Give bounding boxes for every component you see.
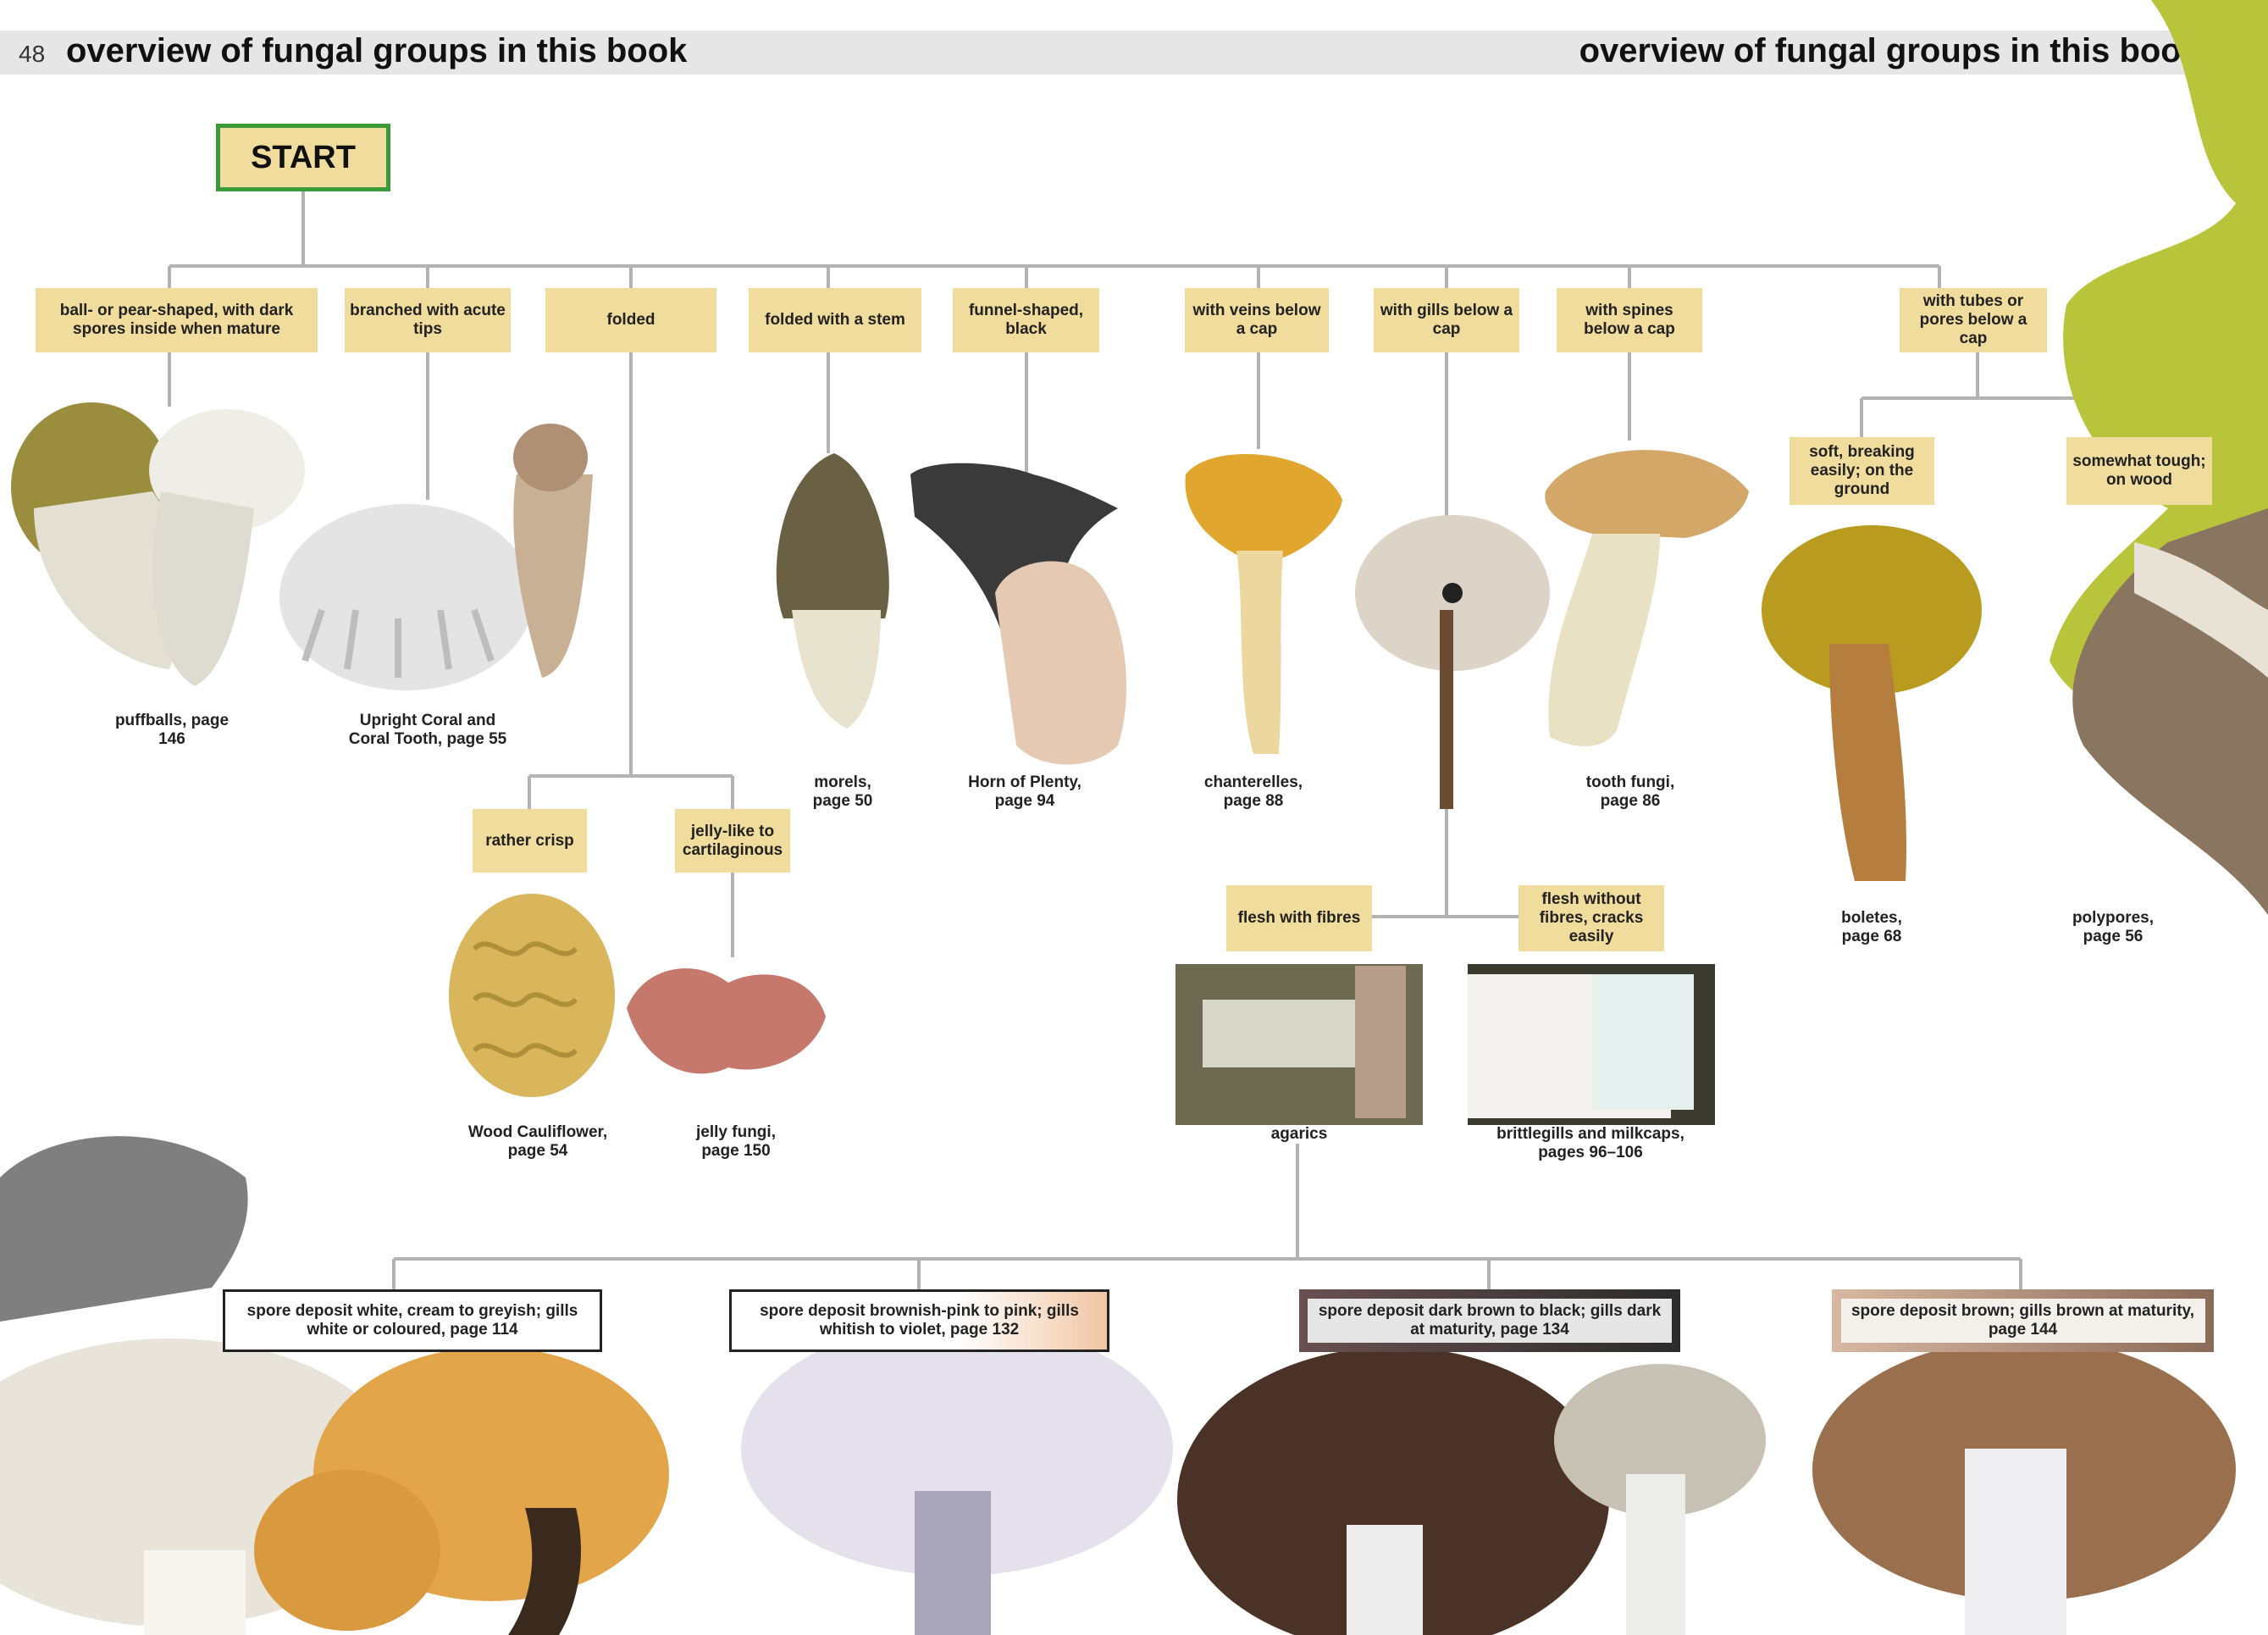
category-folded: folded: [545, 288, 716, 352]
bracket-fungus-image: [2049, 0, 2268, 915]
category-somewhat-tough: somewhat tough; on wood: [2066, 437, 2212, 505]
spore-box-brown: spore deposit brown; gills brown at matu…: [1832, 1289, 2214, 1352]
caption-horn-of-plenty: Horn of Plenty, page 94: [968, 773, 1081, 810]
spore-box-white: spore deposit white, cream to greyish; g…: [223, 1289, 602, 1352]
category-soft-breaking: soft, breaking easily; on the ground: [1790, 437, 1934, 505]
puffball-image: [11, 402, 305, 686]
caption-boletes: boletes, page 68: [1841, 909, 1902, 945]
spore-box-pink: spore deposit brownish-pink to pink; gil…: [729, 1289, 1109, 1352]
category-flesh-without-fibres: flesh without fibres, cracks easily: [1518, 885, 1664, 951]
caption-jelly-fungi: jelly fungi, page 150: [696, 1123, 776, 1160]
caption-wood-cauliflower: Wood Cauliflower, page 54: [467, 1123, 608, 1160]
dark-gill-mushroom-image: [1177, 1347, 1766, 1635]
page-title-left: overview of fungal groups in this book: [66, 32, 688, 69]
category-branched: branched with acute tips: [345, 288, 511, 352]
morel-image: [776, 453, 889, 729]
category-folded-with-stem: folded with a stem: [749, 288, 921, 352]
caption-brittlegills-milkcaps: brittlegills and milkcaps, pages 96–106: [1496, 1125, 1684, 1161]
page-header: 48 overview of fungal groups in this boo…: [0, 30, 2268, 75]
jelly-fungus-image: [627, 968, 826, 1074]
wood-cauliflower-image: [449, 894, 615, 1097]
page-number: 48: [19, 41, 46, 67]
caption-tooth-fungi: tooth fungi, page 86: [1585, 773, 1675, 810]
category-tubes-pores: with tubes or pores below a cap: [1900, 288, 2047, 352]
caption-coral: Upright Coral and Coral Tooth, page 55: [348, 712, 507, 748]
category-flesh-with-fibres: flesh with fibres: [1226, 885, 1372, 951]
caption-morels: morels, page 50: [812, 773, 873, 810]
brittlegill-photo: [1468, 964, 1715, 1125]
coral-fungus-image: [279, 424, 593, 690]
tooth-fungus-image: [1545, 450, 1749, 746]
caption-chanterelles: chanterelles, page 88: [1203, 773, 1303, 810]
gilled-mushroom-image: [1355, 515, 1550, 809]
start-node: START: [216, 124, 390, 191]
category-gills: with gills below a cap: [1374, 288, 1519, 352]
spore-box-dark: spore deposit dark brown to black; gills…: [1299, 1289, 1680, 1352]
category-funnel-shaped: funnel-shaped, black: [953, 288, 1099, 352]
category-rather-crisp: rather crisp: [473, 809, 587, 873]
category-jelly-like: jelly-like to cartilaginous: [675, 809, 790, 873]
horn-of-plenty-image: [910, 463, 1126, 765]
category-veins: with veins below a cap: [1185, 288, 1329, 352]
caption-agarics: agarics: [1270, 1125, 1328, 1143]
caption-puffballs: puffballs, page 146: [114, 712, 230, 748]
category-spines: with spines below a cap: [1557, 288, 1702, 352]
brown-gill-mushroom-image: [1812, 1338, 2236, 1635]
page-title-right: overview of fungal groups in this book: [1579, 32, 2200, 69]
pink-gill-mushroom-image: [741, 1322, 1173, 1635]
bolete-image: [1762, 525, 1982, 881]
category-ball-pear-shaped: ball- or pear-shaped, with dark spores i…: [36, 288, 318, 352]
agaric-photo: [1175, 964, 1423, 1125]
caption-polypores: polypores, page 56: [2072, 909, 2155, 945]
orange-gill-mushroom-image: [254, 1347, 669, 1635]
chanterelle-image: [1185, 454, 1342, 754]
